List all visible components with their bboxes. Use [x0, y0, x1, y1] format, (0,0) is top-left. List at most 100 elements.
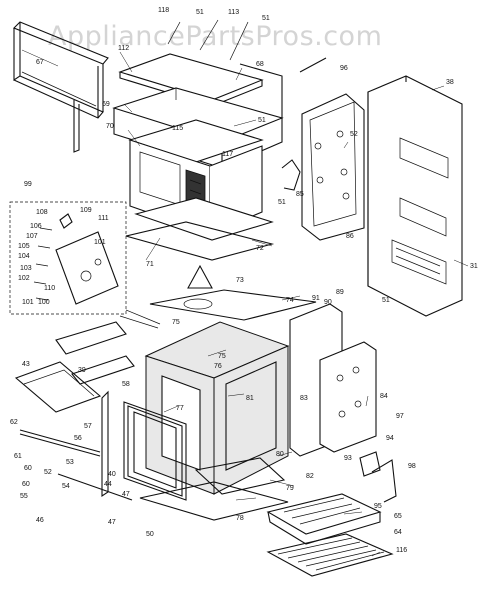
- label-51-a: 51: [196, 9, 204, 16]
- label-111: 111: [98, 215, 109, 222]
- label-60-b: 60: [22, 481, 30, 488]
- label-94: 94: [386, 435, 394, 442]
- part-79-drawer-frame: [194, 457, 286, 495]
- label-117: 117: [222, 151, 233, 158]
- label-101-b: 101: [22, 299, 34, 306]
- label-80: 80: [276, 451, 284, 458]
- part-65-broiler-pan: [266, 493, 382, 545]
- label-71: 71: [146, 261, 154, 268]
- label-68: 68: [256, 61, 264, 68]
- part-43-bottom-tray: [14, 361, 102, 413]
- label-76: 76: [214, 363, 222, 370]
- label-70: 70: [106, 123, 114, 130]
- part-116-oven-rack: [266, 533, 394, 577]
- part-81-oven-body: [144, 321, 290, 495]
- label-53: 53: [66, 459, 74, 466]
- label-39: 39: [78, 367, 86, 374]
- label-55: 55: [20, 493, 28, 500]
- label-83: 83: [300, 395, 308, 402]
- label-72: 72: [256, 245, 264, 252]
- inset-99-control-assembly: [9, 201, 161, 329]
- label-47-a: 47: [122, 491, 130, 498]
- part-74-cooktop-plate: [149, 289, 317, 321]
- part-39-burner: [55, 321, 135, 385]
- label-84: 84: [380, 393, 388, 400]
- part-labels: 118 51 113 51 67 112 68 69 70 115 51 117…: [10, 7, 478, 554]
- label-95: 95: [374, 503, 382, 510]
- label-81: 81: [246, 395, 254, 402]
- part-88-rear-panel: [367, 75, 463, 317]
- label-100: 100: [38, 299, 50, 306]
- label-116: 116: [396, 547, 407, 554]
- part-78-base-plate: [139, 481, 289, 521]
- label-62: 62: [10, 419, 18, 426]
- part-72-shelf-plate: [125, 221, 275, 261]
- part-73-cone: [187, 264, 213, 289]
- label-97: 97: [396, 413, 404, 420]
- label-101: 101: [94, 239, 106, 246]
- part-84-outer-side-panel: [319, 341, 377, 453]
- label-64: 64: [394, 529, 402, 536]
- label-75-b: 75: [218, 353, 226, 360]
- part-86-side-panel: [301, 93, 365, 241]
- label-91: 91: [312, 295, 320, 302]
- label-74: 74: [286, 297, 294, 304]
- label-106: 106: [30, 223, 42, 230]
- label-51-b: 51: [262, 15, 270, 22]
- part-112-top-panel: [118, 19, 264, 107]
- part-56-rail: [19, 429, 101, 457]
- label-73: 73: [236, 277, 244, 284]
- label-38: 38: [446, 79, 454, 86]
- label-96: 96: [340, 65, 348, 72]
- label-58: 58: [122, 381, 130, 388]
- label-102: 102: [18, 275, 30, 282]
- label-99: 99: [24, 181, 32, 188]
- label-44: 44: [104, 481, 112, 488]
- label-104: 104: [18, 253, 30, 260]
- part-44-rod: [57, 473, 133, 501]
- label-82: 82: [306, 473, 314, 480]
- label-52: 52: [350, 131, 358, 138]
- part-77-gasket: [133, 411, 177, 489]
- watermark-text: AppliancePartsPros.com: [48, 21, 382, 52]
- label-107: 107: [26, 233, 38, 240]
- label-56: 56: [74, 435, 82, 442]
- label-65: 65: [394, 513, 402, 520]
- part-71-bottom-plate: [134, 197, 274, 241]
- part-67-trim-frame: [13, 21, 109, 153]
- label-89: 89: [336, 289, 344, 296]
- part-95-hinge: [371, 459, 397, 503]
- label-113: 113: [228, 9, 239, 16]
- label-118: 118: [158, 7, 169, 14]
- label-51-d: 51: [278, 199, 286, 206]
- label-63: 43: [22, 361, 30, 368]
- label-93: 93: [344, 455, 352, 462]
- label-105: 105: [18, 243, 30, 250]
- label-47-b: 47: [108, 519, 116, 526]
- label-85: 85: [296, 191, 304, 198]
- label-103: 103: [20, 265, 32, 272]
- label-77: 77: [176, 405, 184, 412]
- label-78: 78: [236, 515, 244, 522]
- label-61: 61: [14, 453, 22, 460]
- label-46: 46: [36, 517, 44, 524]
- label-112: 112: [118, 45, 129, 52]
- label-75-a: 75: [172, 319, 180, 326]
- label-60-a: 60: [24, 465, 32, 472]
- label-51-e: 51: [382, 297, 390, 304]
- label-108: 108: [36, 209, 48, 216]
- label-54: 54: [62, 483, 70, 490]
- label-67: 67: [36, 59, 44, 66]
- label-31: 31: [470, 263, 478, 270]
- label-40: 40: [108, 471, 116, 478]
- label-90: 90: [324, 299, 332, 306]
- part-96-screw: [299, 57, 327, 73]
- part-85-bracket: [281, 159, 301, 191]
- label-115: 115: [172, 125, 183, 132]
- leader-lines: [21, 49, 469, 557]
- label-109: 109: [80, 207, 92, 214]
- label-51-c: 51: [258, 117, 266, 124]
- part-93-bracket: [359, 451, 381, 477]
- label-110: 110: [44, 285, 55, 292]
